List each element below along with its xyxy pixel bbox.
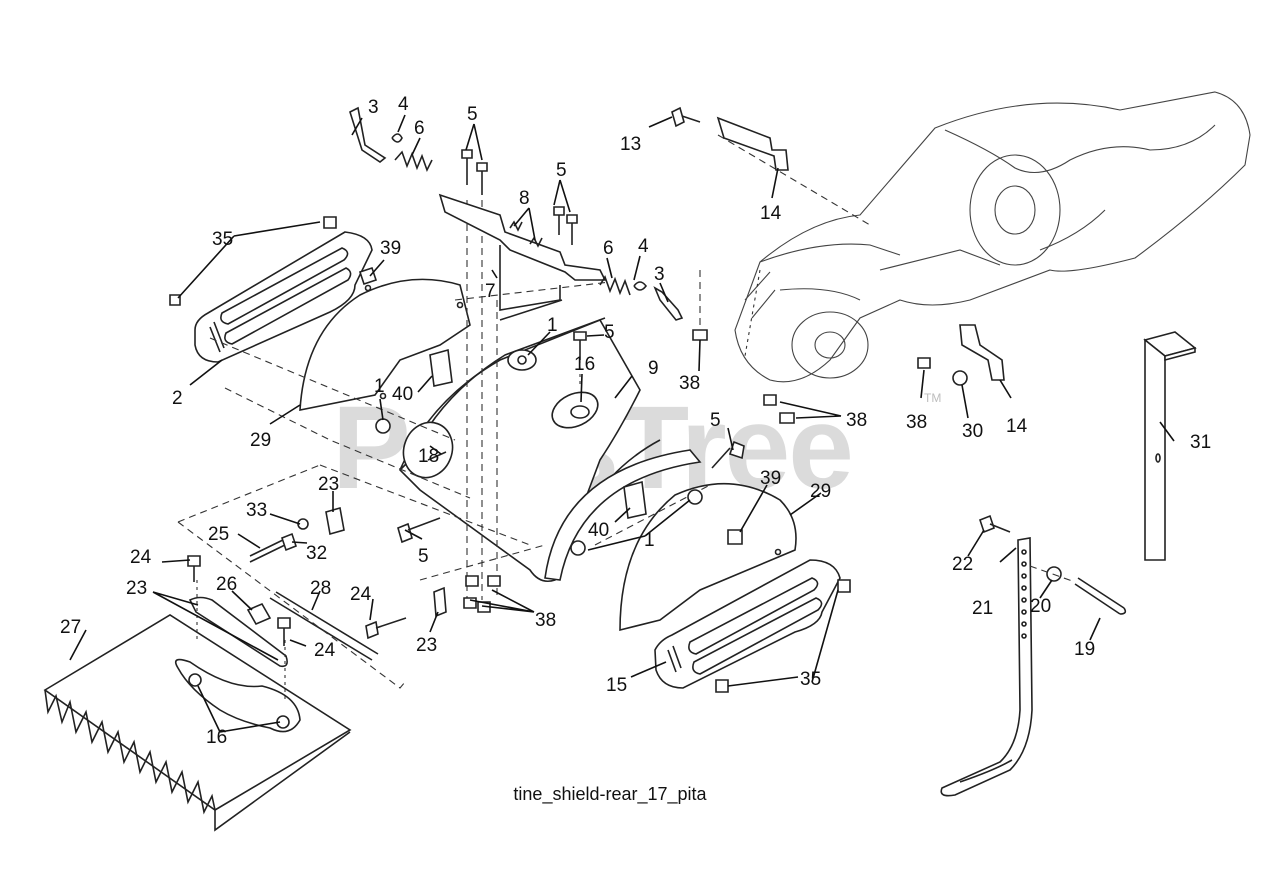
leader-lines bbox=[69, 114, 1175, 733]
depth-bar-31 bbox=[1143, 331, 1197, 561]
callout-38-lower-right: 38 bbox=[846, 410, 867, 431]
callout-39-left: 39 bbox=[380, 238, 401, 259]
callout-1-left: 1 bbox=[374, 376, 385, 397]
pin-19 bbox=[1074, 577, 1127, 615]
callout-26: 26 bbox=[216, 574, 237, 595]
callout-35-top: 35 bbox=[212, 229, 233, 250]
callout-1-top: 1 bbox=[547, 315, 558, 336]
side-shield-left-29 bbox=[299, 278, 471, 411]
callout-40-left: 40 bbox=[392, 384, 413, 405]
callout-5-left: 5 bbox=[418, 546, 429, 567]
callout-24-left: 24 bbox=[130, 547, 152, 568]
callout-5-top: 5 bbox=[467, 104, 478, 125]
callout-14-top: 14 bbox=[760, 203, 782, 224]
callout-18: 18 bbox=[418, 446, 439, 467]
callout-9: 9 bbox=[648, 358, 659, 379]
callout-1-right: 1 bbox=[644, 530, 655, 551]
callout-2: 2 bbox=[172, 388, 183, 409]
callout-27: 27 bbox=[60, 617, 81, 638]
callout-32: 32 bbox=[306, 543, 327, 564]
callout-38-lower: 38 bbox=[535, 610, 556, 631]
callout-30: 30 bbox=[962, 421, 983, 442]
callout-28: 28 bbox=[310, 578, 331, 599]
callout-3-top: 3 bbox=[368, 97, 379, 118]
callout-6-right: 6 bbox=[603, 238, 614, 259]
callout-40-right: 40 bbox=[588, 520, 609, 541]
callout-13: 13 bbox=[620, 134, 641, 155]
hardware bbox=[169, 106, 968, 693]
callout-15: 15 bbox=[606, 675, 627, 696]
callout-38-right: 38 bbox=[906, 412, 927, 433]
callout-24-lower: 24 bbox=[314, 640, 336, 661]
callout-29-right: 29 bbox=[810, 481, 831, 502]
callout-24-right: 24 bbox=[350, 584, 372, 605]
callout-6-top: 6 bbox=[414, 118, 425, 139]
callout-5-center: 5 bbox=[604, 322, 615, 343]
callout-5-right: 5 bbox=[710, 410, 721, 431]
callout-35-bottom: 35 bbox=[800, 669, 821, 690]
callout-14-right: 14 bbox=[1006, 416, 1028, 437]
callout-38-center: 38 bbox=[679, 373, 700, 394]
side-extension-left-2 bbox=[194, 231, 373, 363]
bracket-7 bbox=[438, 193, 607, 321]
callout-8: 8 bbox=[519, 188, 530, 209]
callout-33: 33 bbox=[246, 500, 267, 521]
callout-39-right: 39 bbox=[760, 468, 781, 489]
watermark-trademark: TM bbox=[924, 391, 941, 405]
callout-4-right: 4 bbox=[638, 236, 649, 257]
diagram-caption: tine_shield-rear_17_pita bbox=[513, 784, 707, 804]
tiller-transmission-housing bbox=[734, 91, 1251, 383]
callout-23-right: 23 bbox=[416, 635, 437, 656]
callout-5-upper-right: 5 bbox=[556, 160, 567, 181]
rear-flap-27 bbox=[43, 614, 352, 832]
callout-23-top: 23 bbox=[318, 474, 339, 495]
callout-20: 20 bbox=[1030, 596, 1051, 617]
hinge-rod-28 bbox=[188, 537, 379, 668]
bracket-14-top bbox=[716, 116, 789, 171]
drag-stake-21 bbox=[940, 537, 1033, 797]
side-extension-right-15 bbox=[654, 559, 841, 689]
callout-23-left: 23 bbox=[126, 578, 147, 599]
alignment-lines bbox=[196, 200, 581, 700]
callout-16-center: 16 bbox=[574, 354, 595, 375]
springs-and-pins bbox=[349, 106, 684, 321]
callout-3-right: 3 bbox=[654, 264, 665, 285]
callout-4-top: 4 bbox=[398, 94, 409, 115]
callout-19: 19 bbox=[1074, 639, 1095, 660]
rear-arc bbox=[544, 449, 702, 581]
bracket-14-right bbox=[959, 324, 1005, 381]
callout-labels: 3 4 6 5 5 8 7 6 4 3 13 14 35 39 2 29 40 … bbox=[60, 94, 1211, 748]
callout-29-left: 29 bbox=[250, 430, 271, 451]
callout-22: 22 bbox=[952, 554, 973, 575]
callout-31: 31 bbox=[1190, 432, 1211, 453]
nut-20 bbox=[1029, 565, 1076, 583]
callout-21: 21 bbox=[972, 598, 993, 619]
callout-25: 25 bbox=[208, 524, 229, 545]
bolt-22 bbox=[979, 514, 1011, 534]
callout-16-bottom: 16 bbox=[206, 727, 227, 748]
callout-7: 7 bbox=[485, 281, 496, 302]
